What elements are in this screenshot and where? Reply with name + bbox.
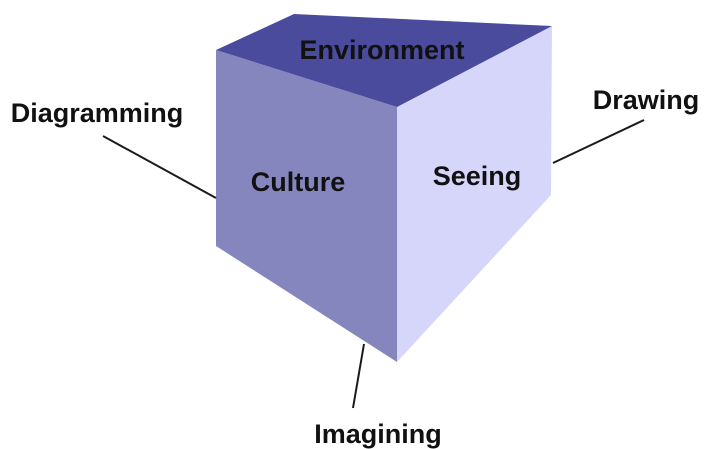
face-label-seeing: Seeing [433,161,522,191]
outer-label-imagining: Imagining [314,419,442,449]
cube-face-right [397,26,552,362]
outer-label-drawing: Drawing [593,85,700,115]
cube-face-top [216,14,552,107]
face-label-environment: Environment [299,35,464,65]
outer-label-diagramming: Diagramming [11,98,184,128]
leader-line-diagramming [102,135,217,199]
leader-line-imagining [352,343,365,409]
face-label-culture: Culture [251,167,346,197]
cube-face-left [216,50,397,362]
leader-line-drawing [552,119,645,164]
